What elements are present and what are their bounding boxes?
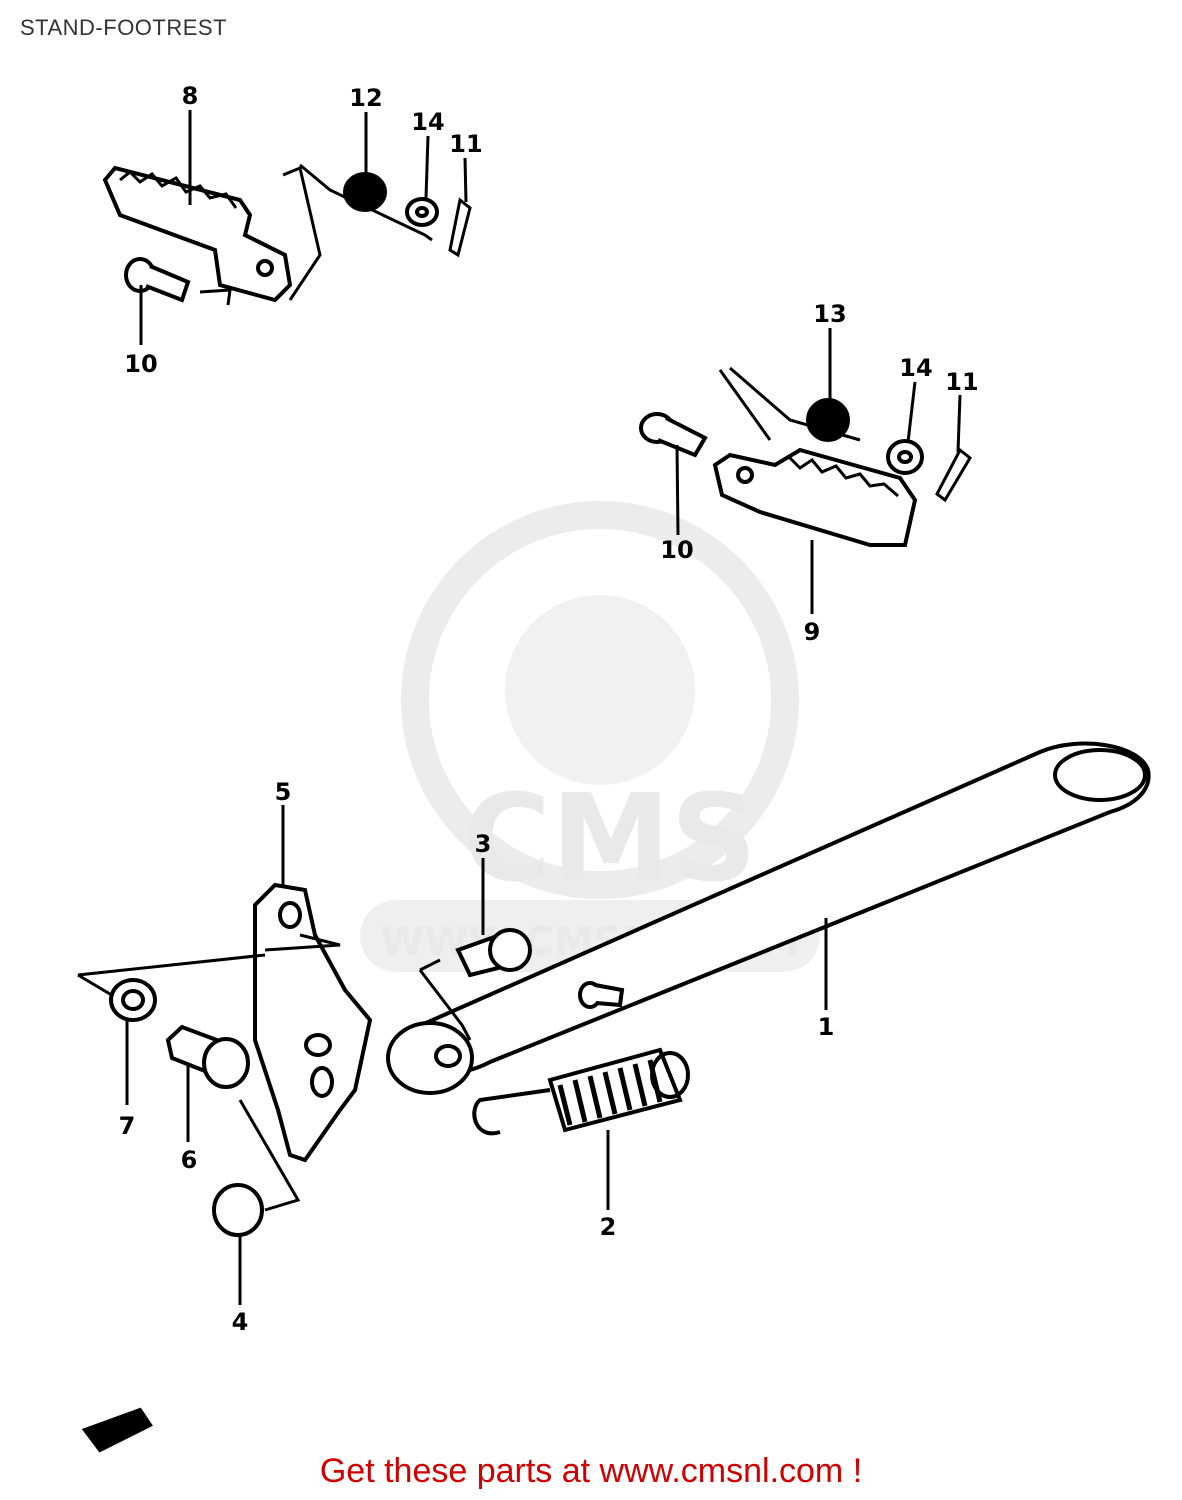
spring-bracket-12-arm <box>299 163 433 242</box>
callout-4: 4 <box>232 1308 249 1336</box>
nut-4 <box>212 1183 264 1237</box>
watermark-logo-text: CMS <box>463 770 757 909</box>
callout-14-right: 14 <box>899 354 932 382</box>
callout-8: 8 <box>182 82 199 110</box>
spring-12 <box>343 172 387 212</box>
callout-14-top: 14 <box>411 108 444 136</box>
footrest-right-assembly <box>639 366 972 547</box>
callout-7: 7 <box>119 1112 136 1140</box>
pin-10-top-guide <box>199 288 232 306</box>
stand-pivot <box>386 1021 474 1095</box>
callout-13: 13 <box>813 300 846 328</box>
footer-link[interactable]: Get these parts at www.cmsnl.com ! <box>319 1452 863 1490</box>
callout-5: 5 <box>275 778 292 806</box>
callout-10-top: 10 <box>124 350 157 378</box>
footrest-9 <box>712 447 918 547</box>
footrest-8-hole <box>256 259 274 277</box>
grip-piece <box>81 1407 153 1453</box>
spring-2 <box>472 1047 690 1136</box>
callout-3: 3 <box>475 830 492 858</box>
cotter-pin-11-top <box>448 197 472 258</box>
callout-10-right: 10 <box>660 536 693 564</box>
callout-11-right: 11 <box>945 368 978 396</box>
callout-1: 1 <box>818 1013 835 1041</box>
page-title: STAND-FOOTREST <box>20 15 228 40</box>
callout-2: 2 <box>600 1213 617 1241</box>
callout-6: 6 <box>181 1146 198 1174</box>
spring-bracket-12-line <box>282 165 322 301</box>
side-stand-assembly <box>77 741 1151 1453</box>
callout-11-top: 11 <box>449 130 482 158</box>
bracket-5 <box>253 882 373 1163</box>
leader-lines <box>125 110 962 1305</box>
callout-9: 9 <box>804 618 821 646</box>
cotter-pin-11-right <box>935 447 972 503</box>
callouts: 8 12 14 11 10 13 14 11 10 9 5 3 1 7 6 2 … <box>119 82 979 1336</box>
spring-13 <box>806 398 850 442</box>
callout-12: 12 <box>349 84 382 112</box>
footrest-left-assembly <box>102 163 472 306</box>
footrest-8-teeth <box>119 169 238 209</box>
